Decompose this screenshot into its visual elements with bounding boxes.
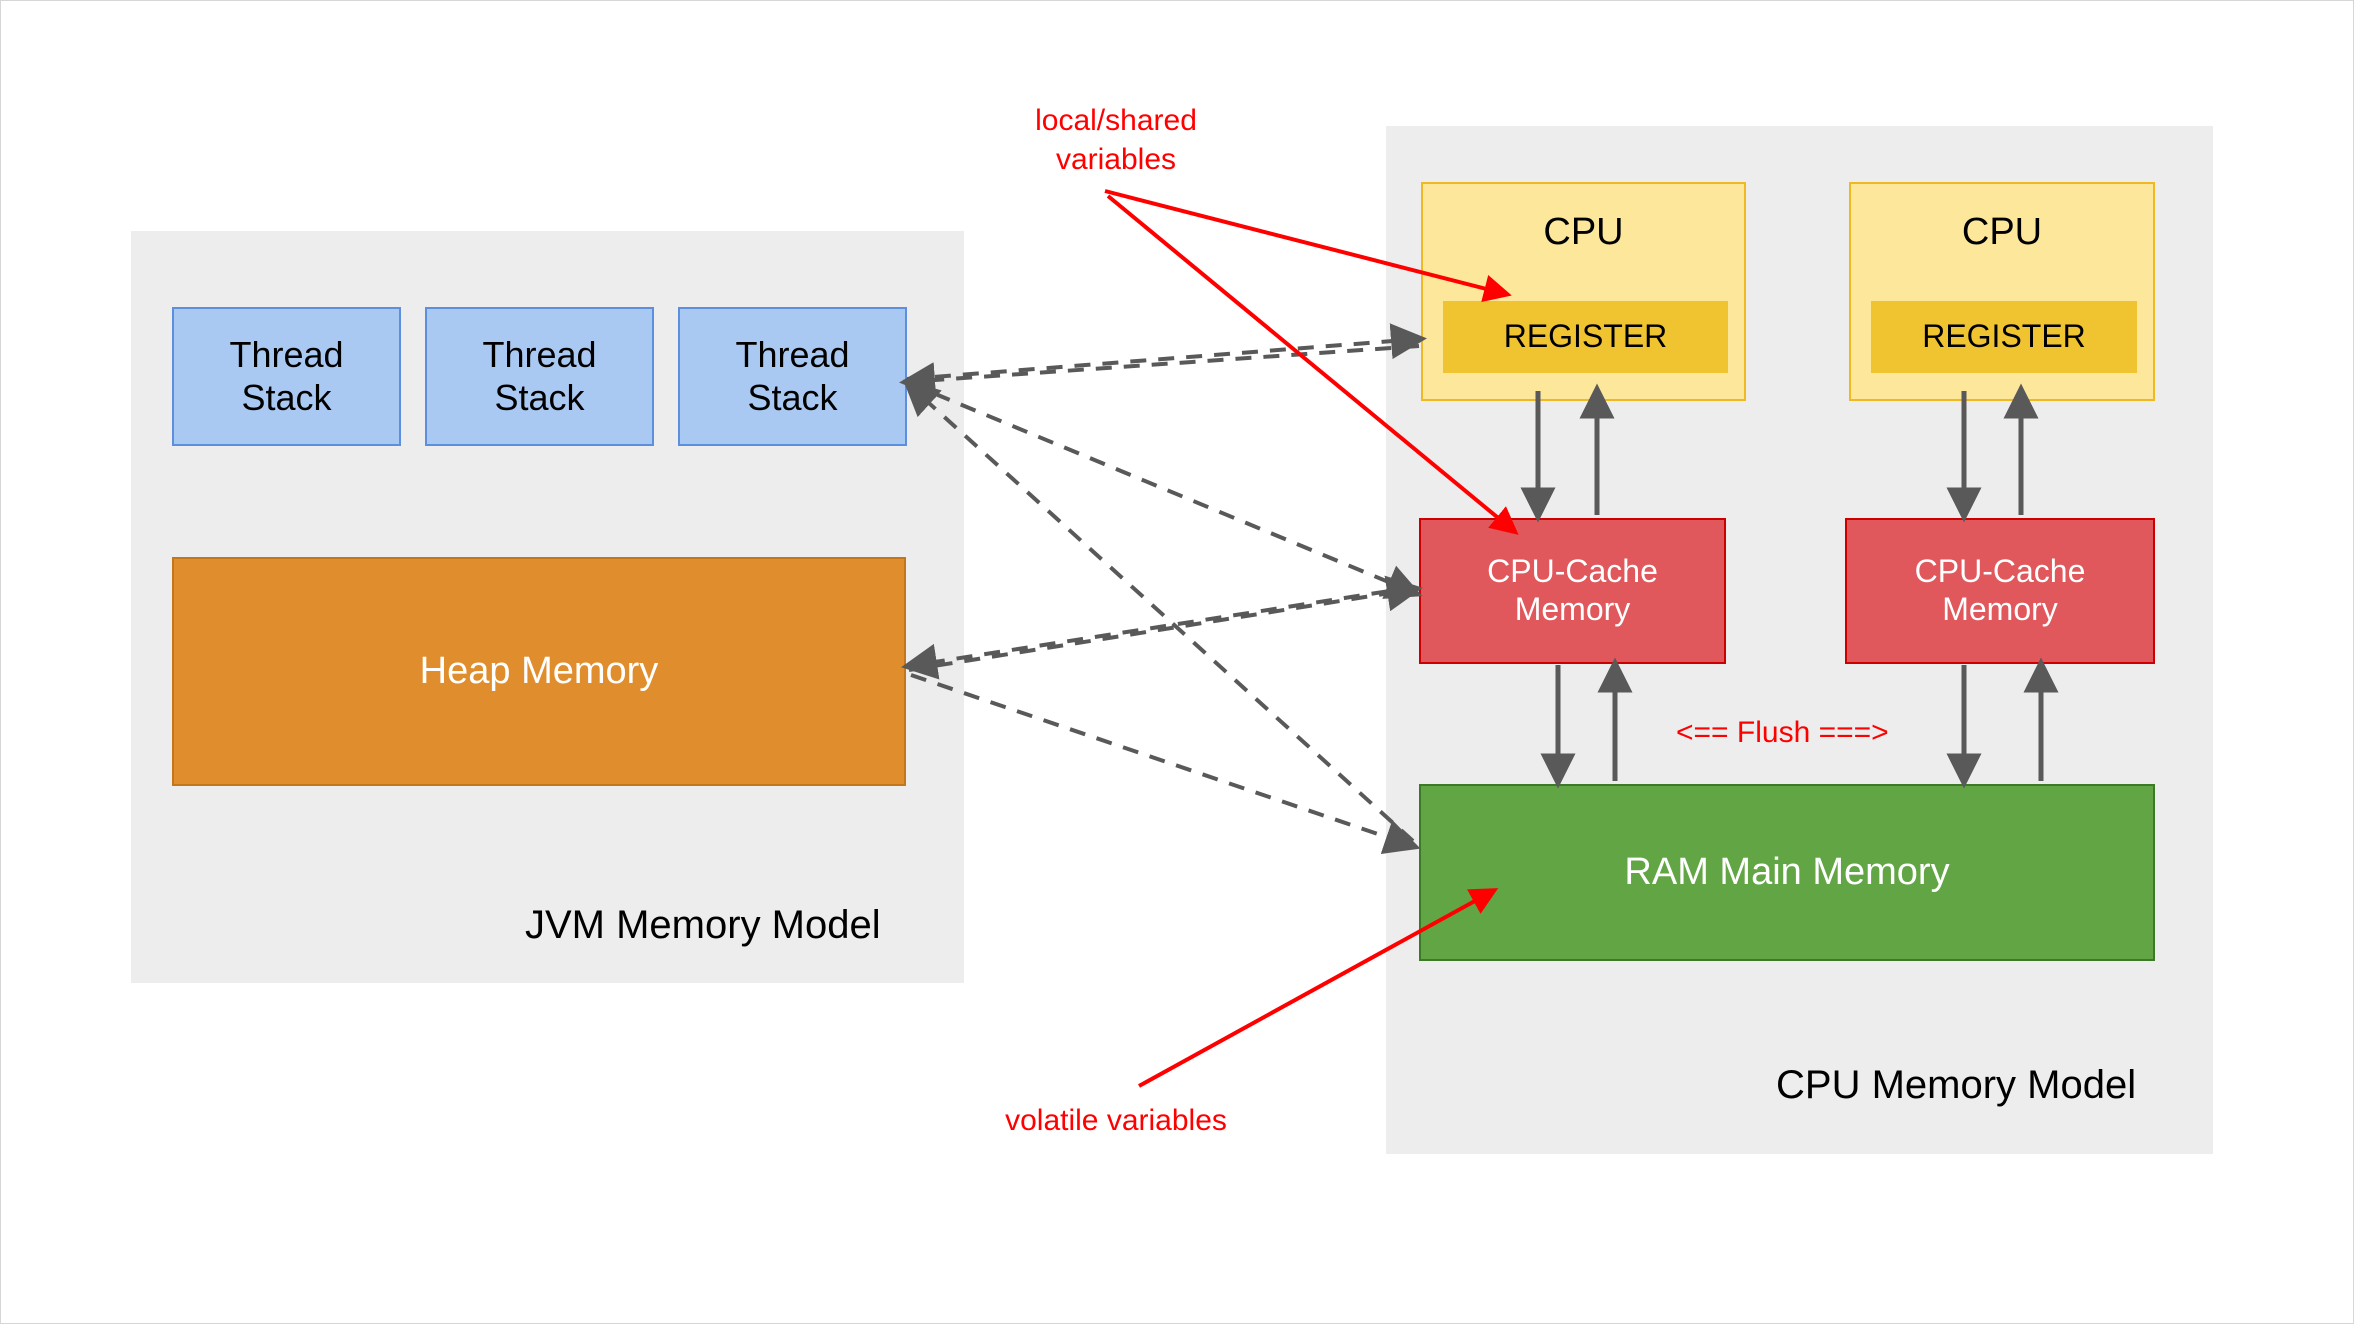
heap-memory-label: Heap Memory	[419, 650, 659, 693]
register-box-2: REGISTER	[1871, 301, 2137, 373]
dashed-arrow-heap-to-cache	[908, 575, 1423, 672]
cpu-box-1: CPU REGISTER	[1421, 182, 1746, 401]
cpu-cache-memory-label-2: CPU-Cache Memory	[1914, 553, 2086, 627]
heap-memory-box: Heap Memory	[172, 557, 906, 786]
cpu-panel-label: CPU Memory Model	[1776, 1063, 2137, 1107]
dashed-arrow-ram-to-threadstack	[903, 379, 1415, 843]
thread-stack-box-3: Thread Stack	[678, 307, 907, 446]
ram-main-memory-box: RAM Main Memory	[1419, 784, 2155, 961]
cpu-title-2: CPU	[1961, 211, 2043, 253]
thread-stack-label-3: Thread Stack	[735, 334, 850, 418]
cpu-cache-memory-box-1: CPU-Cache Memory	[1419, 518, 1726, 664]
dashed-arrow-threadstack-to-register	[906, 323, 1427, 381]
cpu-box-2: CPU REGISTER	[1849, 182, 2155, 401]
dashed-arrow-threadstack-to-cache	[908, 381, 1423, 599]
register-label-1: REGISTER	[1503, 318, 1668, 355]
dashed-arrow-heap-to-ram	[910, 673, 1421, 855]
dashed-arrow-cache-to-heap	[901, 585, 1416, 680]
thread-stack-box-2: Thread Stack	[425, 307, 654, 446]
cpu-title-1: CPU	[1543, 211, 1624, 253]
register-label-2: REGISTER	[1922, 318, 2086, 355]
register-box-1: REGISTER	[1443, 301, 1728, 373]
cpu-cache-memory-label-1: CPU-Cache Memory	[1487, 553, 1658, 627]
flush-label: <== Flush ===>	[1676, 716, 1889, 749]
thread-stack-box-1: Thread Stack	[172, 307, 401, 446]
jvm-panel-label: JVM Memory Model	[525, 903, 881, 947]
thread-stack-label-1: Thread Stack	[229, 334, 344, 418]
cpu-cache-memory-box-2: CPU-Cache Memory	[1845, 518, 2155, 664]
volatile-variables-annotation: volatile variables	[1005, 1104, 1227, 1137]
ram-main-memory-label: RAM Main Memory	[1624, 851, 1950, 894]
dashed-arrow-register-to-threadstack	[899, 344, 1420, 398]
local-shared-variables-annotation: local/shared variables	[1035, 104, 1197, 176]
thread-stack-label-2: Thread Stack	[482, 334, 597, 418]
